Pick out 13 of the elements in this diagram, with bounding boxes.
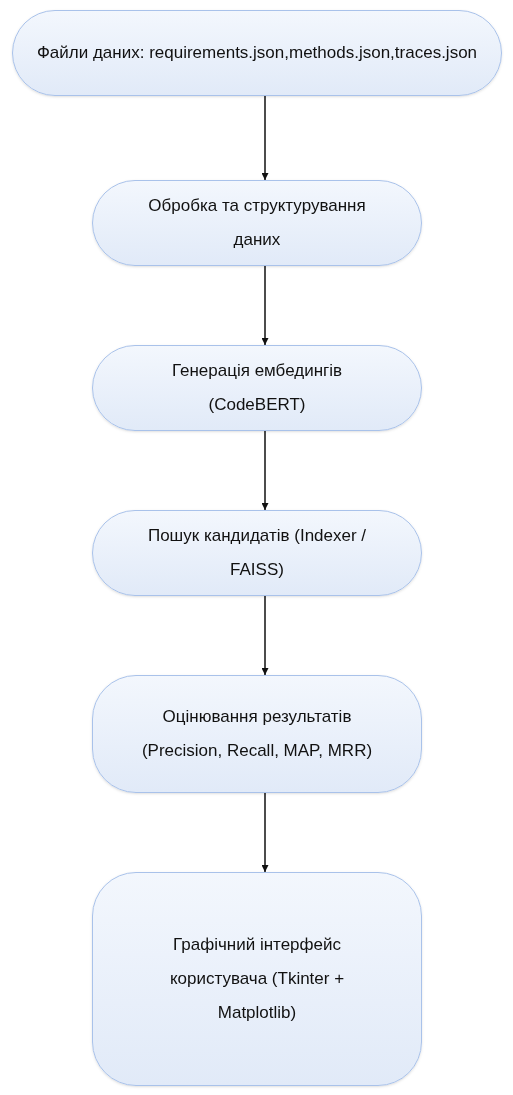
step-text: Файли даних: requirements.json,methods.json,traces.json xyxy=(36,42,478,64)
process-pill xyxy=(92,675,422,793)
process-pill xyxy=(92,872,422,1086)
arrow xyxy=(261,595,269,676)
step-text: Оцінювання результатів (Precision, Recall, MAP, MRR) xyxy=(140,706,374,762)
arrow xyxy=(261,792,269,873)
step-text: Пошук кандидатів (Indexer / FAISS) xyxy=(146,525,368,581)
step-text: Обробка та структурування даних xyxy=(147,195,367,251)
arrow xyxy=(261,95,269,181)
arrow xyxy=(261,430,269,511)
step-text: Генерація ембедингів (CodeBERT) xyxy=(170,360,344,416)
arrow xyxy=(261,265,269,346)
step-text: Графічний інтерфейс користувача (Tkinter + Matplotlib) xyxy=(168,934,346,1024)
